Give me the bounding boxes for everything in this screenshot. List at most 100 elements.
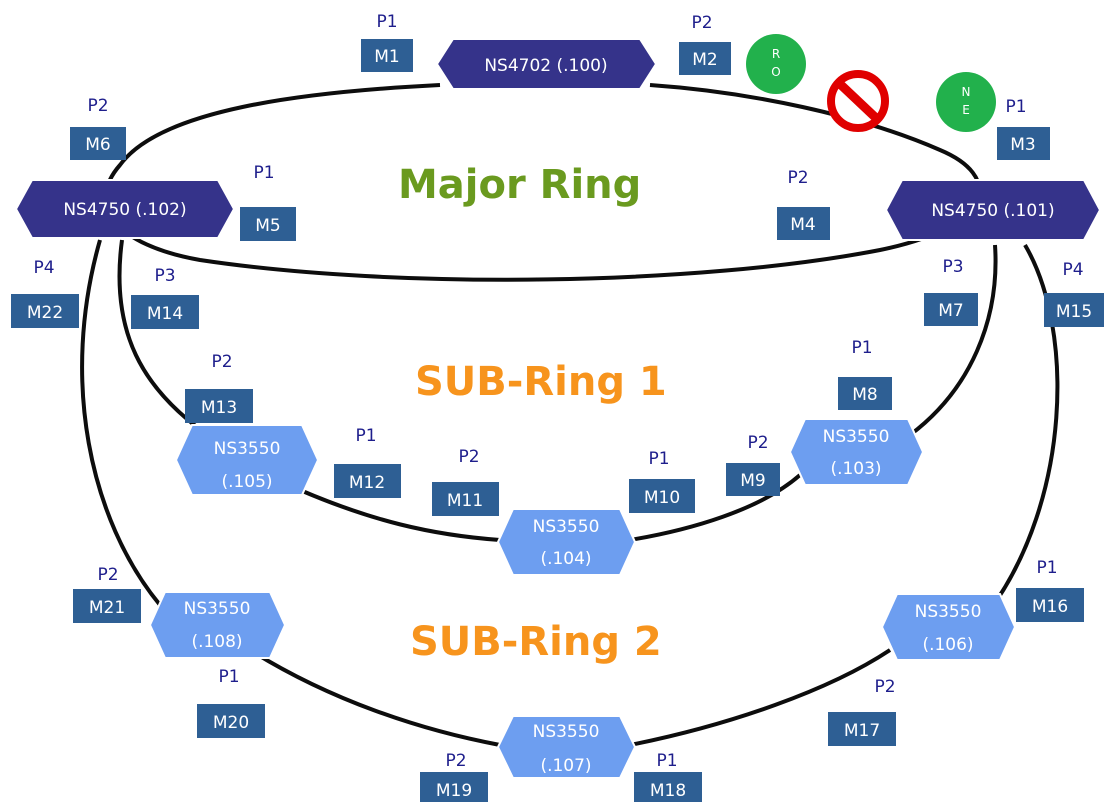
switch-label-line1: NS3550 <box>214 439 281 459</box>
port-number-m21: P2 <box>97 565 118 585</box>
port-number-m12: P1 <box>355 426 376 446</box>
switch-label: NS4750 (.102) <box>63 200 186 220</box>
port-box-label: M6 <box>85 135 110 155</box>
port-box-label: M15 <box>1056 302 1092 322</box>
port-number-m5: P1 <box>253 163 274 183</box>
port-number-m16: P1 <box>1036 558 1057 578</box>
port-number-m22: P4 <box>33 258 54 278</box>
switch-label: NS4702 (.100) <box>484 56 607 76</box>
port-box-m17[interactable]: M17 <box>828 712 896 746</box>
port-box-label: M8 <box>852 385 877 405</box>
port-box-m15[interactable]: M15 <box>1044 293 1104 327</box>
port-box-label: M7 <box>938 301 963 321</box>
port-number-m19: P2 <box>445 751 466 771</box>
port-box-m18[interactable]: M18 <box>634 772 702 802</box>
switch-label-line2: (.103) <box>830 459 881 479</box>
switch-ns4702-100[interactable]: NS4702 (.100) <box>435 38 658 90</box>
port-box-label: M17 <box>844 721 880 741</box>
switch-label-line1: NS3550 <box>823 427 890 447</box>
port-box-label: M16 <box>1032 597 1068 617</box>
port-box-m6[interactable]: M6 <box>70 127 126 160</box>
port-box-label: M20 <box>213 713 249 733</box>
port-box-m2[interactable]: M2 <box>679 42 731 75</box>
switch-ns4750-102[interactable]: NS4750 (.102) <box>14 179 236 239</box>
badge-text-bottom: E <box>962 103 970 117</box>
port-number-m4: P2 <box>787 168 808 188</box>
major-ring-line <box>103 83 982 282</box>
badge-text-bottom: O <box>771 65 780 79</box>
port-box-label: M11 <box>447 491 483 511</box>
port-box-m7[interactable]: M7 <box>924 293 978 326</box>
switch-label-line1: NS3550 <box>915 602 982 622</box>
port-box-m9[interactable]: M9 <box>726 463 780 496</box>
port-number-m7: P3 <box>942 257 963 277</box>
neighbor-badge: N E <box>936 72 996 132</box>
ring-links <box>80 83 1060 747</box>
port-number-m9: P2 <box>747 433 768 453</box>
port-box-m8[interactable]: M8 <box>838 377 892 410</box>
badge-text-top: N <box>962 85 971 99</box>
switch-label-line1: NS3550 <box>533 722 600 742</box>
port-box-label: M22 <box>27 303 63 323</box>
port-box-m20[interactable]: M20 <box>197 704 265 738</box>
switch-ns3550-104[interactable]: NS3550 (.104) <box>496 508 637 576</box>
switch-ns3550-103[interactable]: NS3550 (.103) <box>788 418 925 486</box>
port-number-m15: P4 <box>1062 260 1083 280</box>
port-box-label: M13 <box>201 398 237 418</box>
port-box-m11[interactable]: M11 <box>432 482 499 516</box>
port-box-label: M4 <box>790 215 815 235</box>
switch-label-line2: (.108) <box>191 632 242 652</box>
switch-label-line1: NS3550 <box>184 599 251 619</box>
sub-ring-1-title: SUB-Ring 1 <box>415 359 667 405</box>
switch-label-line2: (.104) <box>540 549 591 569</box>
switch-ns3550-108[interactable]: NS3550 (.108) <box>148 591 287 659</box>
port-box-label: M1 <box>374 47 399 67</box>
major-ring-title: Major Ring <box>398 162 641 208</box>
port-box-label: M5 <box>255 216 280 236</box>
port-number-m2: P2 <box>691 13 712 33</box>
port-box-m1[interactable]: M1 <box>361 39 413 72</box>
port-number-m6: P2 <box>87 96 108 116</box>
port-box-m12[interactable]: M12 <box>334 464 401 498</box>
port-box-m3[interactable]: M3 <box>997 127 1050 160</box>
port-box-label: M14 <box>147 304 183 324</box>
port-box-label: M9 <box>740 471 765 491</box>
port-number-m11: P2 <box>458 447 479 467</box>
port-box-m21[interactable]: M21 <box>73 589 141 623</box>
port-box-m10[interactable]: M10 <box>629 479 695 513</box>
port-box-m13[interactable]: M13 <box>185 389 253 423</box>
switch-label-line1: NS3550 <box>533 517 600 537</box>
switch-ns4750-101[interactable]: NS4750 (.101) <box>884 179 1102 241</box>
switch-ns3550-107[interactable]: NS3550 (.107) <box>496 715 637 779</box>
port-box-m4[interactable]: M4 <box>777 207 830 240</box>
port-box-label: M21 <box>89 598 125 618</box>
port-box-m5[interactable]: M5 <box>240 207 296 241</box>
port-number-labels: P1 P2 P1 P2 P1 P2 P3 P1 P2 P1 P2 P1 P2 P… <box>33 12 1083 771</box>
port-number-m1: P1 <box>376 12 397 32</box>
no-entry-icon <box>827 70 889 132</box>
ring-owner-badge: R O <box>746 34 806 94</box>
port-number-m10: P1 <box>648 449 669 469</box>
port-number-m14: P3 <box>154 266 175 286</box>
sub-ring-2-line <box>80 239 1060 747</box>
port-box-label: M10 <box>644 488 680 508</box>
port-box-m14[interactable]: M14 <box>131 295 199 329</box>
switch-ns3550-105[interactable]: NS3550 (.105) <box>174 424 320 496</box>
sub-ring-1-line <box>117 239 998 542</box>
port-box-label: M2 <box>692 50 717 70</box>
badge-text-top: R <box>772 47 780 61</box>
port-box-m16[interactable]: M16 <box>1016 588 1084 622</box>
switch-label-line2: (.105) <box>221 472 272 492</box>
switch-ns3550-106[interactable]: NS3550 (.106) <box>880 593 1017 661</box>
port-number-m3: P1 <box>1005 97 1026 117</box>
port-box-m19[interactable]: M19 <box>420 772 488 802</box>
switch-label: NS4750 (.101) <box>931 201 1054 221</box>
port-box-label: M3 <box>1010 135 1035 155</box>
port-number-m20: P1 <box>218 667 239 687</box>
port-box-label: M19 <box>436 781 472 801</box>
port-number-m13: P2 <box>211 352 232 372</box>
port-box-m22[interactable]: M22 <box>11 294 79 328</box>
port-boxes: M1 M2 M3 M4 M5 M6 M7 M8 M9 M10 M11 M12 M… <box>11 39 1104 802</box>
port-number-m17: P2 <box>874 677 895 697</box>
port-box-label: M18 <box>650 781 686 801</box>
